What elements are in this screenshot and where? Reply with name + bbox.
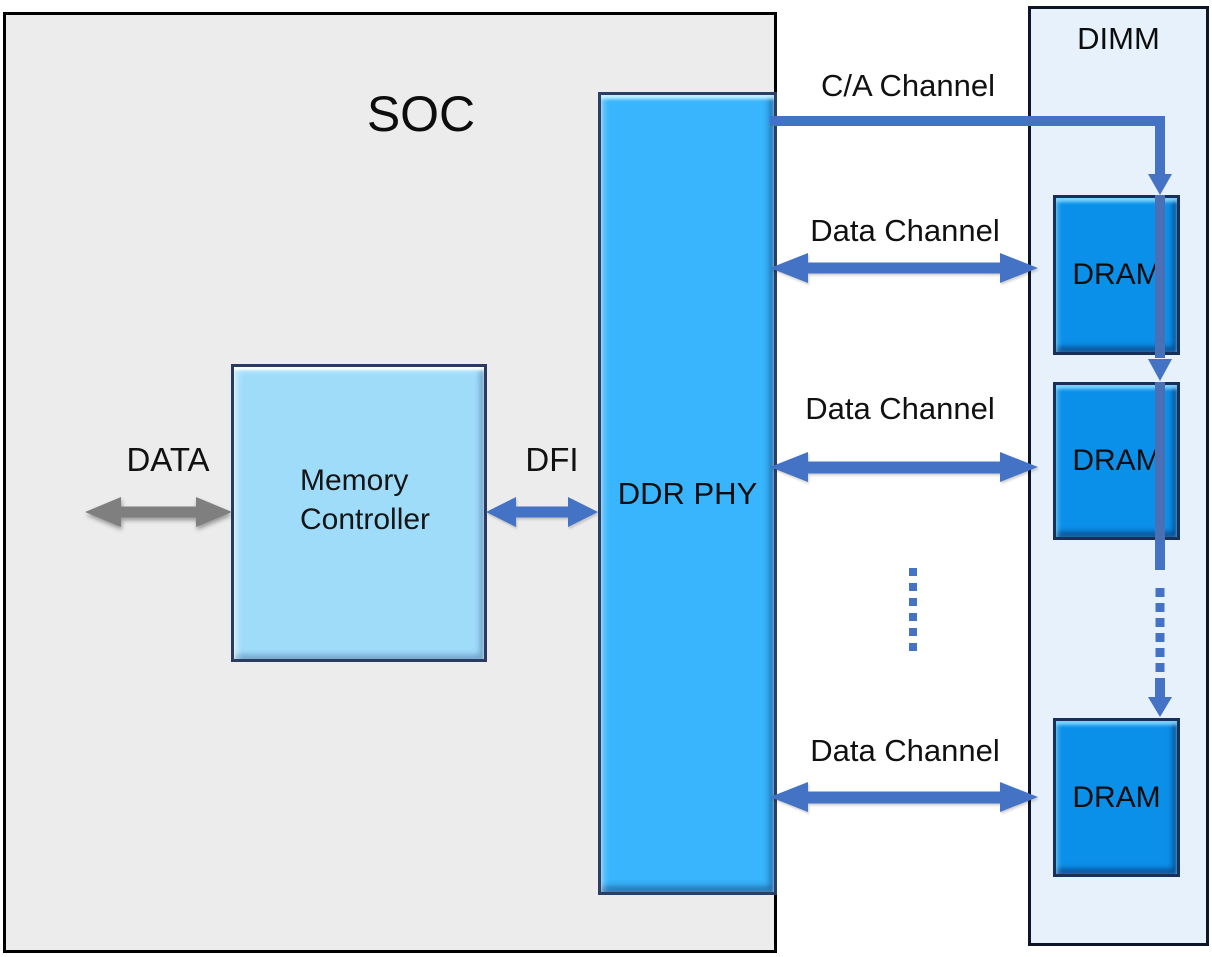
dram-label: DRAM [1072,444,1161,477]
ca-channel-label: C/A Channel [820,68,996,103]
memory-controller-block: Memory Controller [231,364,487,662]
dram-block-2: DRAM [1053,382,1180,540]
memory-controller-label: Memory Controller [300,464,431,536]
data-bus-label: DATA [126,441,210,478]
soc-title: SOC [366,86,476,142]
data-channel-label-2: Data Channel [805,391,995,426]
data-channel-label-1: Data Channel [810,213,1000,248]
dfi-label: DFI [525,441,579,478]
dimm-title: DIMM [1077,21,1160,56]
dram-block-1: DRAM [1053,195,1180,355]
data-channel-arrow-3-icon [770,782,1038,812]
dram-block-3: DRAM [1053,718,1180,877]
dram-label: DRAM [1072,780,1161,814]
ddr-phy-block: DDR PHY [598,92,777,895]
data-channel-arrow-1-icon [770,253,1038,283]
ddr-phy-label: DDR PHY [617,475,758,511]
dram-label: DRAM [1072,258,1161,291]
data-channel-label-3: Data Channel [810,733,1000,768]
data-channel-arrow-2-icon [770,452,1038,482]
